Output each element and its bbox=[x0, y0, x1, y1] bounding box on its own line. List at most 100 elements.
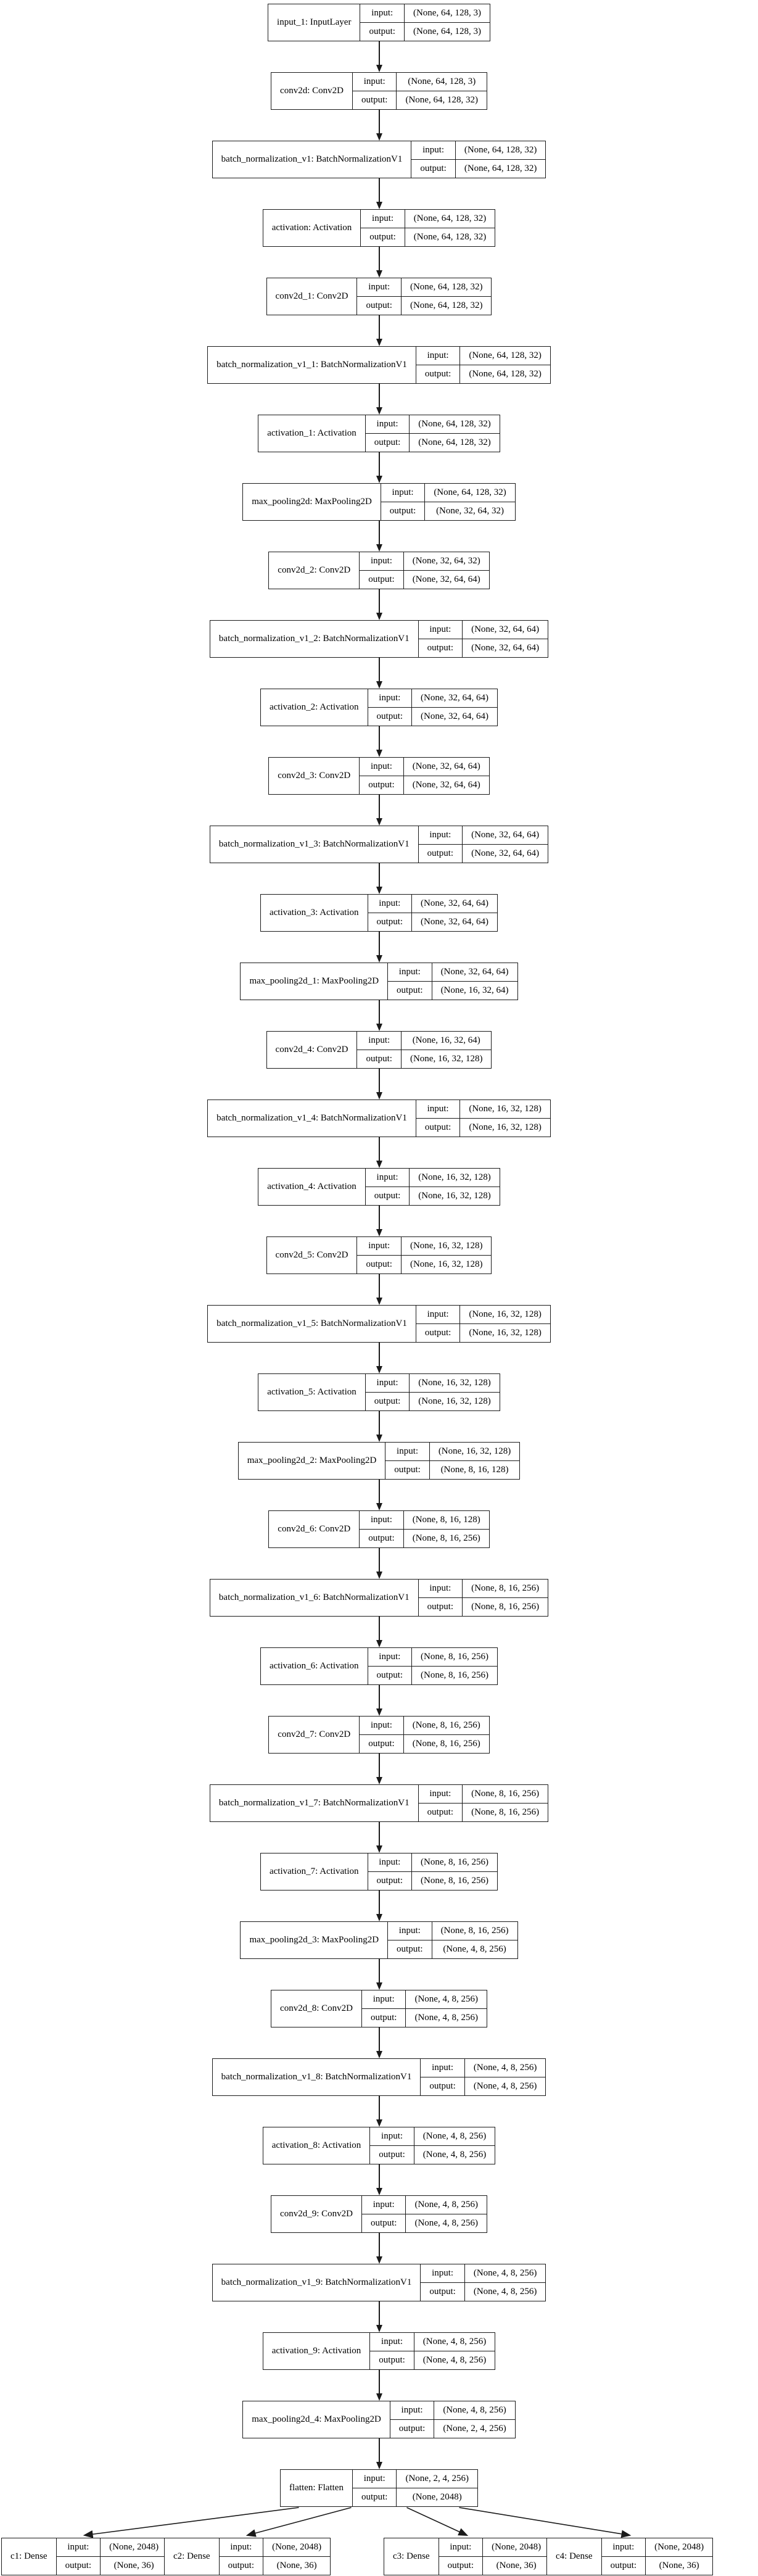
output-shape: (None, 4, 8, 256) bbox=[443, 1944, 506, 1954]
input-label: input: bbox=[360, 552, 404, 571]
input-shape: (None, 64, 128, 32) bbox=[460, 347, 550, 365]
edge-arrowhead bbox=[376, 2119, 382, 2127]
edge-arrowhead bbox=[376, 1229, 382, 1236]
output-shape: (None, 64, 128, 32) bbox=[410, 300, 483, 310]
output-shape: (None, 16, 32, 128) bbox=[418, 1191, 491, 1201]
layer-title: conv2d_2: Conv2D bbox=[269, 552, 360, 589]
layer-title: max_pooling2d_2: MaxPooling2D bbox=[239, 1443, 386, 1479]
output-shape: (None, 16, 32, 128) bbox=[410, 1054, 483, 1064]
input-shape: (None, 16, 32, 128) bbox=[410, 1169, 500, 1187]
output-shape: (None, 8, 16, 256) bbox=[412, 1739, 480, 1749]
layer-title: batch_normalization_v1: BatchNormalizati… bbox=[213, 141, 412, 178]
input-label: input: bbox=[368, 895, 413, 913]
edge-arrowhead bbox=[376, 2051, 382, 2058]
edge-arrowhead bbox=[376, 544, 382, 552]
edge-arrowhead bbox=[376, 65, 382, 72]
input-label: input: bbox=[381, 484, 426, 502]
edge-arrowhead bbox=[376, 1092, 382, 1100]
arrow-down-icon bbox=[376, 315, 382, 346]
input-shape: (None, 64, 128, 32) bbox=[410, 415, 500, 434]
edge-arrowhead bbox=[376, 1161, 382, 1168]
arrow-down-icon bbox=[376, 521, 382, 552]
edge-line bbox=[378, 1548, 380, 1572]
input-shape: (None, 32, 64, 64) bbox=[412, 895, 498, 913]
layer-node-batch_normalization_v1_9: batch_normalization_v1_9: BatchNormaliza… bbox=[212, 2264, 546, 2301]
input-shape: (None, 4, 8, 256) bbox=[464, 2059, 546, 2077]
layer-io-table: input:(None, 32, 64, 64)output:(None, 16… bbox=[388, 963, 517, 1000]
input-shape: (None, 8, 16, 256) bbox=[403, 1717, 489, 1735]
output-shape: (None, 4, 8, 256) bbox=[414, 2218, 478, 2228]
input-label: input: bbox=[601, 2538, 646, 2557]
output-shape: (None, 16, 32, 64) bbox=[440, 985, 509, 995]
layer-title: batch_normalization_v1_5: BatchNormaliza… bbox=[208, 1306, 416, 1342]
input-label: input: bbox=[219, 2538, 264, 2557]
edge-line bbox=[378, 1617, 380, 1640]
fan-edge-3 bbox=[406, 2507, 469, 2537]
layer-io-table: input:(None, 32, 64, 64)output:(None, 32… bbox=[418, 826, 548, 863]
layer-title: batch_normalization_v1_9: BatchNormaliza… bbox=[213, 2264, 421, 2301]
output-label: output: bbox=[362, 2214, 406, 2232]
layer-title: batch_normalization_v1_8: BatchNormaliza… bbox=[213, 2059, 421, 2095]
layer-io-table: input:(None, 2048)output:(None, 36) bbox=[601, 2538, 713, 2575]
input-label: input: bbox=[365, 1169, 410, 1187]
layer-title: c4: Dense bbox=[547, 2538, 602, 2575]
layer-title: conv2d: Conv2D bbox=[271, 73, 353, 109]
layer-title: activation_1: Activation bbox=[258, 415, 366, 452]
layer-title: batch_normalization_v1_4: BatchNormaliza… bbox=[208, 1100, 416, 1137]
layer-io-table: input:(None, 4, 8, 256)output:(None, 4, … bbox=[421, 2264, 546, 2301]
edge-arrowhead bbox=[376, 339, 382, 346]
input-label: input: bbox=[416, 1306, 461, 1324]
input-shape: (None, 64, 128, 32) bbox=[401, 278, 492, 297]
output-label: output: bbox=[390, 2420, 435, 2438]
edge-line bbox=[378, 315, 380, 339]
edge-line bbox=[378, 1411, 380, 1435]
output-shape: (None, 16, 32, 128) bbox=[469, 1328, 542, 1338]
arrow-down-icon bbox=[376, 1480, 382, 1510]
layer-io-table: input:(None, 8, 16, 256)output:(None, 8,… bbox=[418, 1580, 548, 1616]
output-shape: (None, 8, 16, 256) bbox=[421, 1670, 489, 1680]
output-label: output: bbox=[416, 365, 461, 383]
arrow-down-icon bbox=[376, 658, 382, 689]
edge-line bbox=[378, 247, 380, 270]
input-shape: (None, 64, 128, 32) bbox=[425, 484, 515, 502]
edge-arrowhead bbox=[376, 1024, 382, 1031]
input-label: input: bbox=[370, 2127, 414, 2146]
input-shape: (None, 32, 64, 64) bbox=[463, 621, 548, 639]
output-shape: (None, 32, 64, 64) bbox=[471, 643, 540, 653]
edge-line bbox=[378, 863, 380, 887]
input-label: input: bbox=[56, 2538, 101, 2557]
layer-title: conv2d_8: Conv2D bbox=[271, 1990, 362, 2027]
output-label: output: bbox=[360, 23, 405, 41]
output-label: output: bbox=[361, 228, 405, 246]
layer-node-batch_normalization_v1_7: batch_normalization_v1_7: BatchNormaliza… bbox=[209, 1784, 549, 1822]
output-shape: (None, 4, 8, 256) bbox=[473, 2287, 537, 2296]
layer-io-table: input:(None, 8, 16, 256)output:(None, 8,… bbox=[368, 1853, 498, 1890]
output-shape: (None, 64, 128, 32) bbox=[413, 232, 487, 242]
layer-title: max_pooling2d: MaxPooling2D bbox=[243, 484, 381, 520]
output-label: output: bbox=[439, 2557, 484, 2575]
output-label: output: bbox=[366, 434, 410, 452]
arrow-down-icon bbox=[376, 247, 382, 278]
output-label: output: bbox=[368, 708, 413, 726]
layer-io-table: input:(None, 16, 32, 128)output:(None, 1… bbox=[416, 1100, 550, 1137]
edge-arrowhead bbox=[376, 2393, 382, 2401]
edge-line bbox=[378, 2096, 380, 2119]
output-label: output: bbox=[366, 1393, 410, 1410]
layer-node-batch_normalization_v1_6: batch_normalization_v1_6: BatchNormaliza… bbox=[209, 1579, 549, 1617]
edge-line bbox=[378, 1891, 380, 1914]
arrow-down-icon bbox=[376, 1206, 382, 1236]
output-shape: (None, 16, 32, 128) bbox=[418, 1396, 491, 1406]
arrow-down-icon bbox=[376, 2164, 382, 2195]
